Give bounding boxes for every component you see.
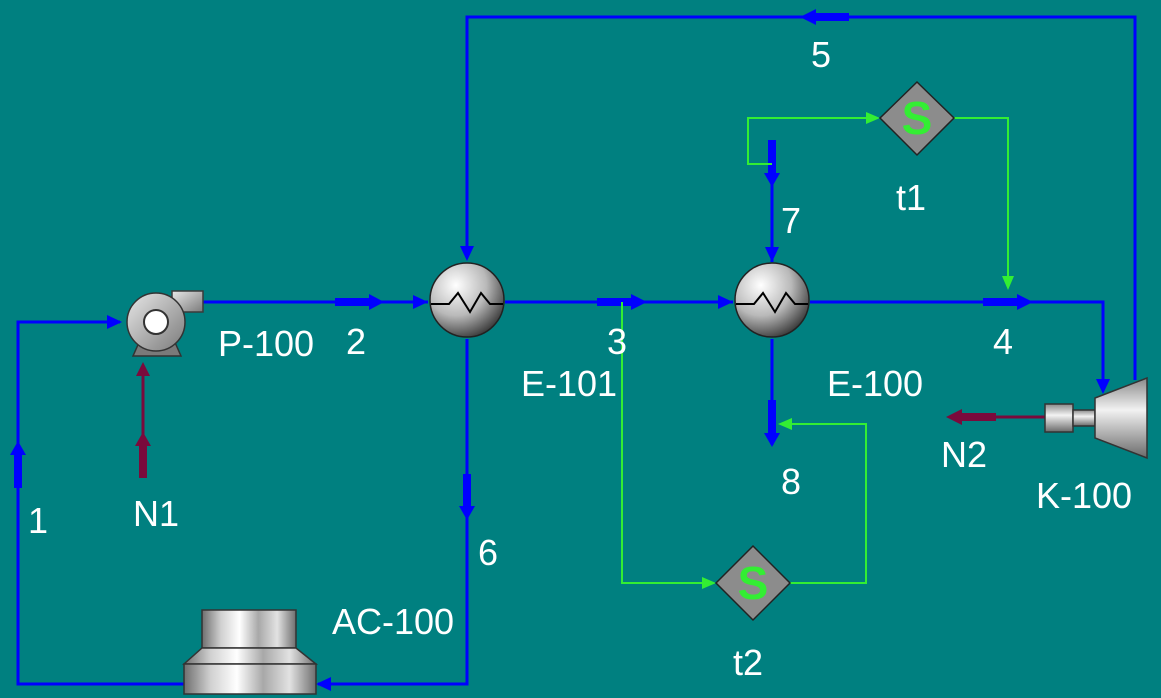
stream-6-label[interactable]: 6: [478, 532, 499, 573]
stream-6-line[interactable]: [318, 339, 469, 686]
energy-n1-head: [136, 362, 150, 376]
stream-1-marker: [14, 453, 22, 488]
stream-4-marker: [983, 298, 1019, 306]
stream-5-arrow: [800, 9, 816, 25]
compressor-label[interactable]: K-100: [1036, 475, 1133, 516]
air-cooler-icon[interactable]: [182, 609, 319, 695]
stream-6-marker: [463, 474, 471, 509]
stream-1-line[interactable]: [16, 320, 185, 686]
t1-export-arrow: [1002, 276, 1014, 290]
t2-import-line[interactable]: [621, 302, 706, 584]
stream-4-arrow: [1017, 294, 1033, 310]
hx1-label[interactable]: E-101: [521, 363, 618, 404]
compressor-inlet-arrow: [1096, 379, 1110, 394]
stream-markers: [10, 9, 1110, 691]
t1-export-line[interactable]: [954, 117, 1009, 284]
stream-4-label[interactable]: 4: [993, 321, 1014, 362]
stream-2-marker: [335, 298, 371, 306]
stream-2-arrow: [369, 294, 384, 310]
stream-5-line[interactable]: [465, 15, 1137, 380]
pump-inlet-arrow: [107, 315, 122, 329]
pump-icon[interactable]: [126, 290, 204, 357]
compressor-icon[interactable]: [1044, 376, 1148, 460]
logical-arrows: [702, 112, 1014, 589]
stream-8-arrow: [764, 433, 780, 447]
hx2-inlet-arrow: [718, 295, 733, 309]
heat-exchanger-icon[interactable]: [734, 262, 810, 338]
t2-export-line[interactable]: [786, 423, 867, 584]
spreadsheet-t2-glyph: S: [738, 557, 769, 609]
stream-7-label[interactable]: 7: [781, 200, 802, 241]
stream-1-label[interactable]: 1: [28, 500, 49, 541]
hx1-inlet-arrow: [413, 295, 428, 309]
heat-exchanger-icon[interactable]: [429, 262, 505, 338]
stream-3-arrow: [631, 294, 647, 310]
energy-n2-label[interactable]: N2: [941, 434, 988, 475]
stream-5-label[interactable]: 5: [811, 34, 832, 75]
spreadsheet-t1-glyph: S: [902, 92, 933, 144]
energy-n1-marker: [139, 444, 147, 478]
stream-2-label[interactable]: 2: [346, 321, 367, 362]
energy-n1-label[interactable]: N1: [133, 493, 180, 534]
stream-8-label[interactable]: 8: [781, 461, 802, 502]
spreadsheet-t1-label[interactable]: t1: [896, 177, 927, 218]
hx1-top-inlet-arrow: [460, 246, 474, 261]
t1-import-arrow: [866, 112, 880, 124]
logical-connections: [621, 117, 1009, 584]
stream-1-arrow: [10, 441, 26, 455]
stream-7-arrow: [764, 173, 780, 187]
hx2-top-inlet-arrow: [765, 247, 779, 262]
cooler-inlet-arrow: [316, 677, 331, 691]
t2-export-arrow: [778, 418, 792, 430]
pump-label[interactable]: P-100: [218, 323, 315, 364]
stream-7-marker: [768, 140, 776, 175]
spreadsheet-t2-label[interactable]: t2: [733, 642, 764, 683]
energy-n2-marker: [960, 413, 996, 421]
t1-import-line[interactable]: [747, 117, 870, 165]
stream-4-line[interactable]: [810, 300, 1105, 390]
cooler-label[interactable]: AC-100: [332, 601, 455, 642]
hx2-label[interactable]: E-100: [827, 363, 924, 404]
stream-8-marker: [768, 400, 776, 435]
energy-streams: [135, 362, 1045, 478]
energy-n1-arrow: [135, 432, 151, 446]
energy-n2-arrow: [946, 409, 962, 425]
stream-3-marker: [597, 298, 633, 306]
t2-import-arrow: [702, 577, 716, 589]
spreadsheet-icon[interactable]: S: [878, 80, 956, 157]
stream-6-arrow: [459, 506, 475, 520]
stream-5-marker: [813, 13, 849, 21]
stream-3-label[interactable]: 3: [607, 321, 628, 362]
spreadsheet-icon[interactable]: S: [714, 544, 792, 622]
